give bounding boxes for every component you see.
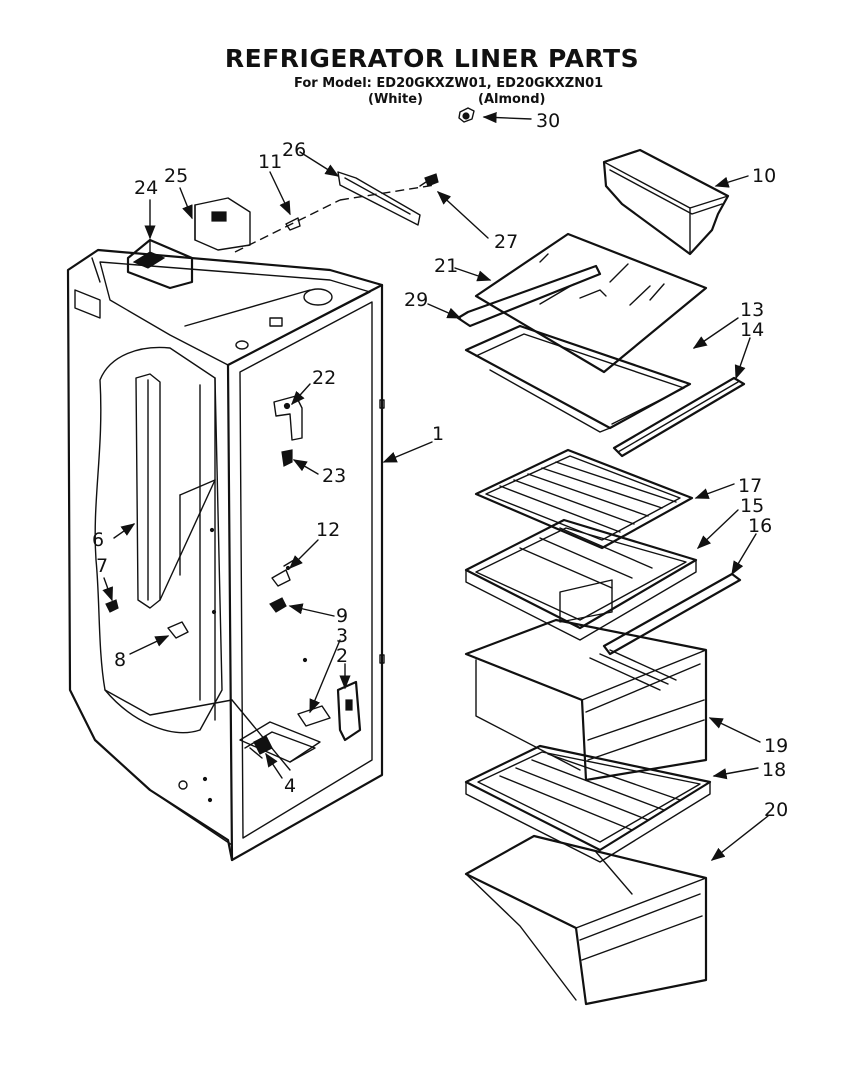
part-25-bracket [194, 197, 251, 251]
callout-11: 11 [258, 151, 282, 173]
model-line: For Model: ED20GKXZW01, ED20GKXZN01 [294, 76, 604, 91]
page-title: REFRIGERATOR LINER PARTS [224, 44, 640, 73]
callout-21: 21 [434, 255, 458, 277]
part-12-clip [271, 559, 295, 587]
callout-12: 12 [316, 519, 340, 541]
callout-17: 17 [738, 475, 762, 497]
part-6-rail [135, 373, 216, 609]
part-9-clip [269, 597, 287, 613]
callout-25: 25 [164, 165, 188, 187]
callout-3: 3 [336, 625, 348, 647]
callout-10: 10 [752, 165, 776, 187]
part-17-wire-shelf [474, 448, 694, 550]
part-20-drawer [464, 834, 708, 1006]
callout-9: 9 [336, 605, 348, 627]
part-26-rail [234, 171, 436, 253]
part-4-drain [249, 735, 273, 759]
part-11-screw [285, 217, 301, 231]
callout-1: 1 [432, 423, 444, 445]
callout-15: 15 [740, 495, 764, 517]
part-29-trim [456, 264, 602, 328]
callout-18: 18 [762, 759, 786, 781]
callout-13: 13 [740, 299, 764, 321]
liner-cabinet [66, 248, 385, 862]
callout-6: 6 [92, 529, 104, 551]
part-8-bolt [167, 621, 189, 639]
callout-7: 7 [96, 555, 108, 577]
callout-numbers: 30 10 11 26 27 24 25 21 29 13 14 1 22 23… [92, 110, 788, 821]
callout-26: 26 [282, 139, 306, 161]
callout-29: 29 [404, 289, 428, 311]
callout-4: 4 [284, 775, 296, 797]
part-24-housing [126, 238, 194, 290]
almond-label: (Almond) [478, 92, 546, 107]
callout-23: 23 [322, 465, 346, 487]
callout-30: 30 [536, 110, 560, 132]
leader-lines [102, 111, 769, 861]
callout-27: 27 [494, 231, 518, 253]
part-15-crisper-frame [464, 518, 698, 641]
white-label: (White) [368, 92, 423, 107]
part-7-screw [105, 599, 119, 613]
callout-8: 8 [114, 649, 126, 671]
part-3-bracket [297, 705, 331, 727]
callout-22: 22 [312, 367, 336, 389]
callout-20: 20 [764, 799, 788, 821]
part-30-clip [458, 107, 475, 123]
part-10-bin [602, 148, 730, 256]
part-13-shelf-frame [464, 283, 692, 433]
part-14-trim [612, 376, 746, 458]
part-23-screw [281, 449, 293, 467]
callout-14: 14 [740, 319, 764, 341]
part-16-trim [602, 572, 742, 656]
callout-24: 24 [134, 177, 158, 199]
part-27-screw [419, 173, 439, 187]
part-2-bracket [336, 680, 362, 742]
callout-16: 16 [748, 515, 772, 537]
callout-2: 2 [336, 645, 348, 667]
callout-19: 19 [764, 735, 788, 757]
part-18-cover [464, 744, 712, 863]
part-22-bracket [273, 395, 303, 441]
